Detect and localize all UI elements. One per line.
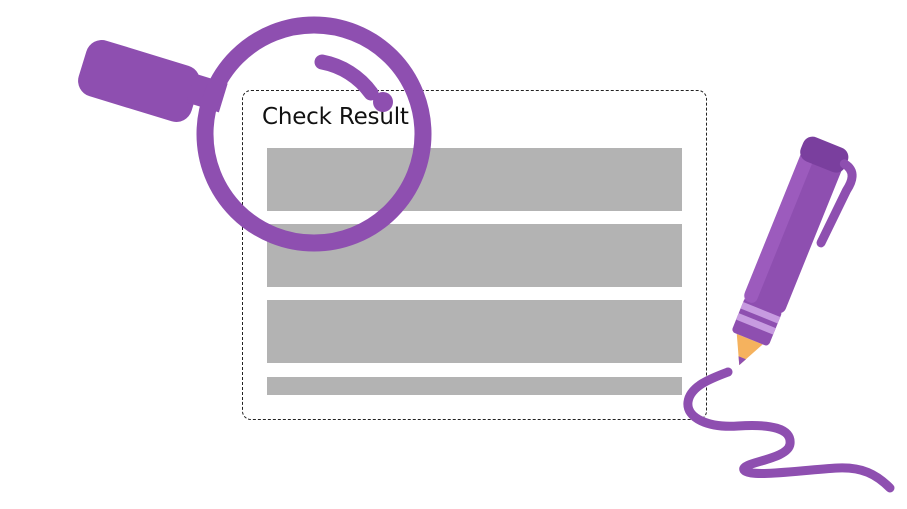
ink-squiggle: [683, 367, 895, 493]
magnifier-icon: [78, 16, 432, 252]
pen-icon: [732, 136, 857, 366]
placeholder-row: [267, 377, 682, 395]
placeholder-row: [267, 148, 682, 211]
placeholder-row: [267, 300, 682, 363]
